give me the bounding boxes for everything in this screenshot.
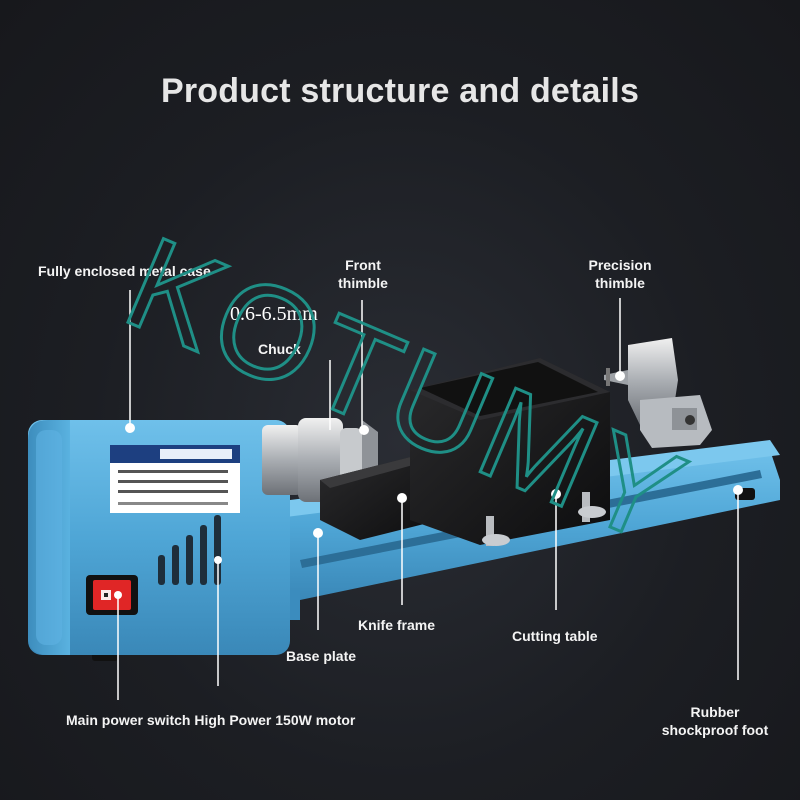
cutting-table [410, 358, 610, 546]
label-precision-thimble-line2: thimble [595, 275, 645, 291]
label-front-thimble-line2: thimble [338, 275, 388, 291]
motor-housing [28, 420, 290, 655]
label-rubber-foot-line2: shockproof foot [661, 722, 769, 738]
label-front-thimble-line1: Front [345, 257, 381, 273]
precision-thimble [604, 338, 712, 448]
label-front-thimble: Front thimble [326, 256, 400, 292]
label-rubber-foot-line1: Rubber [690, 704, 740, 720]
label-precision-thimble-line1: Precision [588, 257, 652, 273]
label-metal-case: Fully enclosed metal case [38, 263, 211, 279]
label-main-switch-motor: Main power switch High Power 150W motor [66, 712, 356, 728]
label-dimension: 0.6-6.5mm [230, 303, 318, 325]
label-precision-thimble: Precision thimble [578, 256, 662, 292]
page-title: Product structure and details [160, 72, 640, 110]
label-cutting-table: Cutting table [512, 628, 598, 644]
label-chuck: Chuck [258, 341, 301, 357]
leader-lines [117, 290, 739, 700]
label-knife-frame: Knife frame [358, 617, 436, 633]
label-rubber-foot: Rubber shockproof foot [648, 703, 782, 739]
label-base-plate: Base plate [286, 648, 357, 664]
